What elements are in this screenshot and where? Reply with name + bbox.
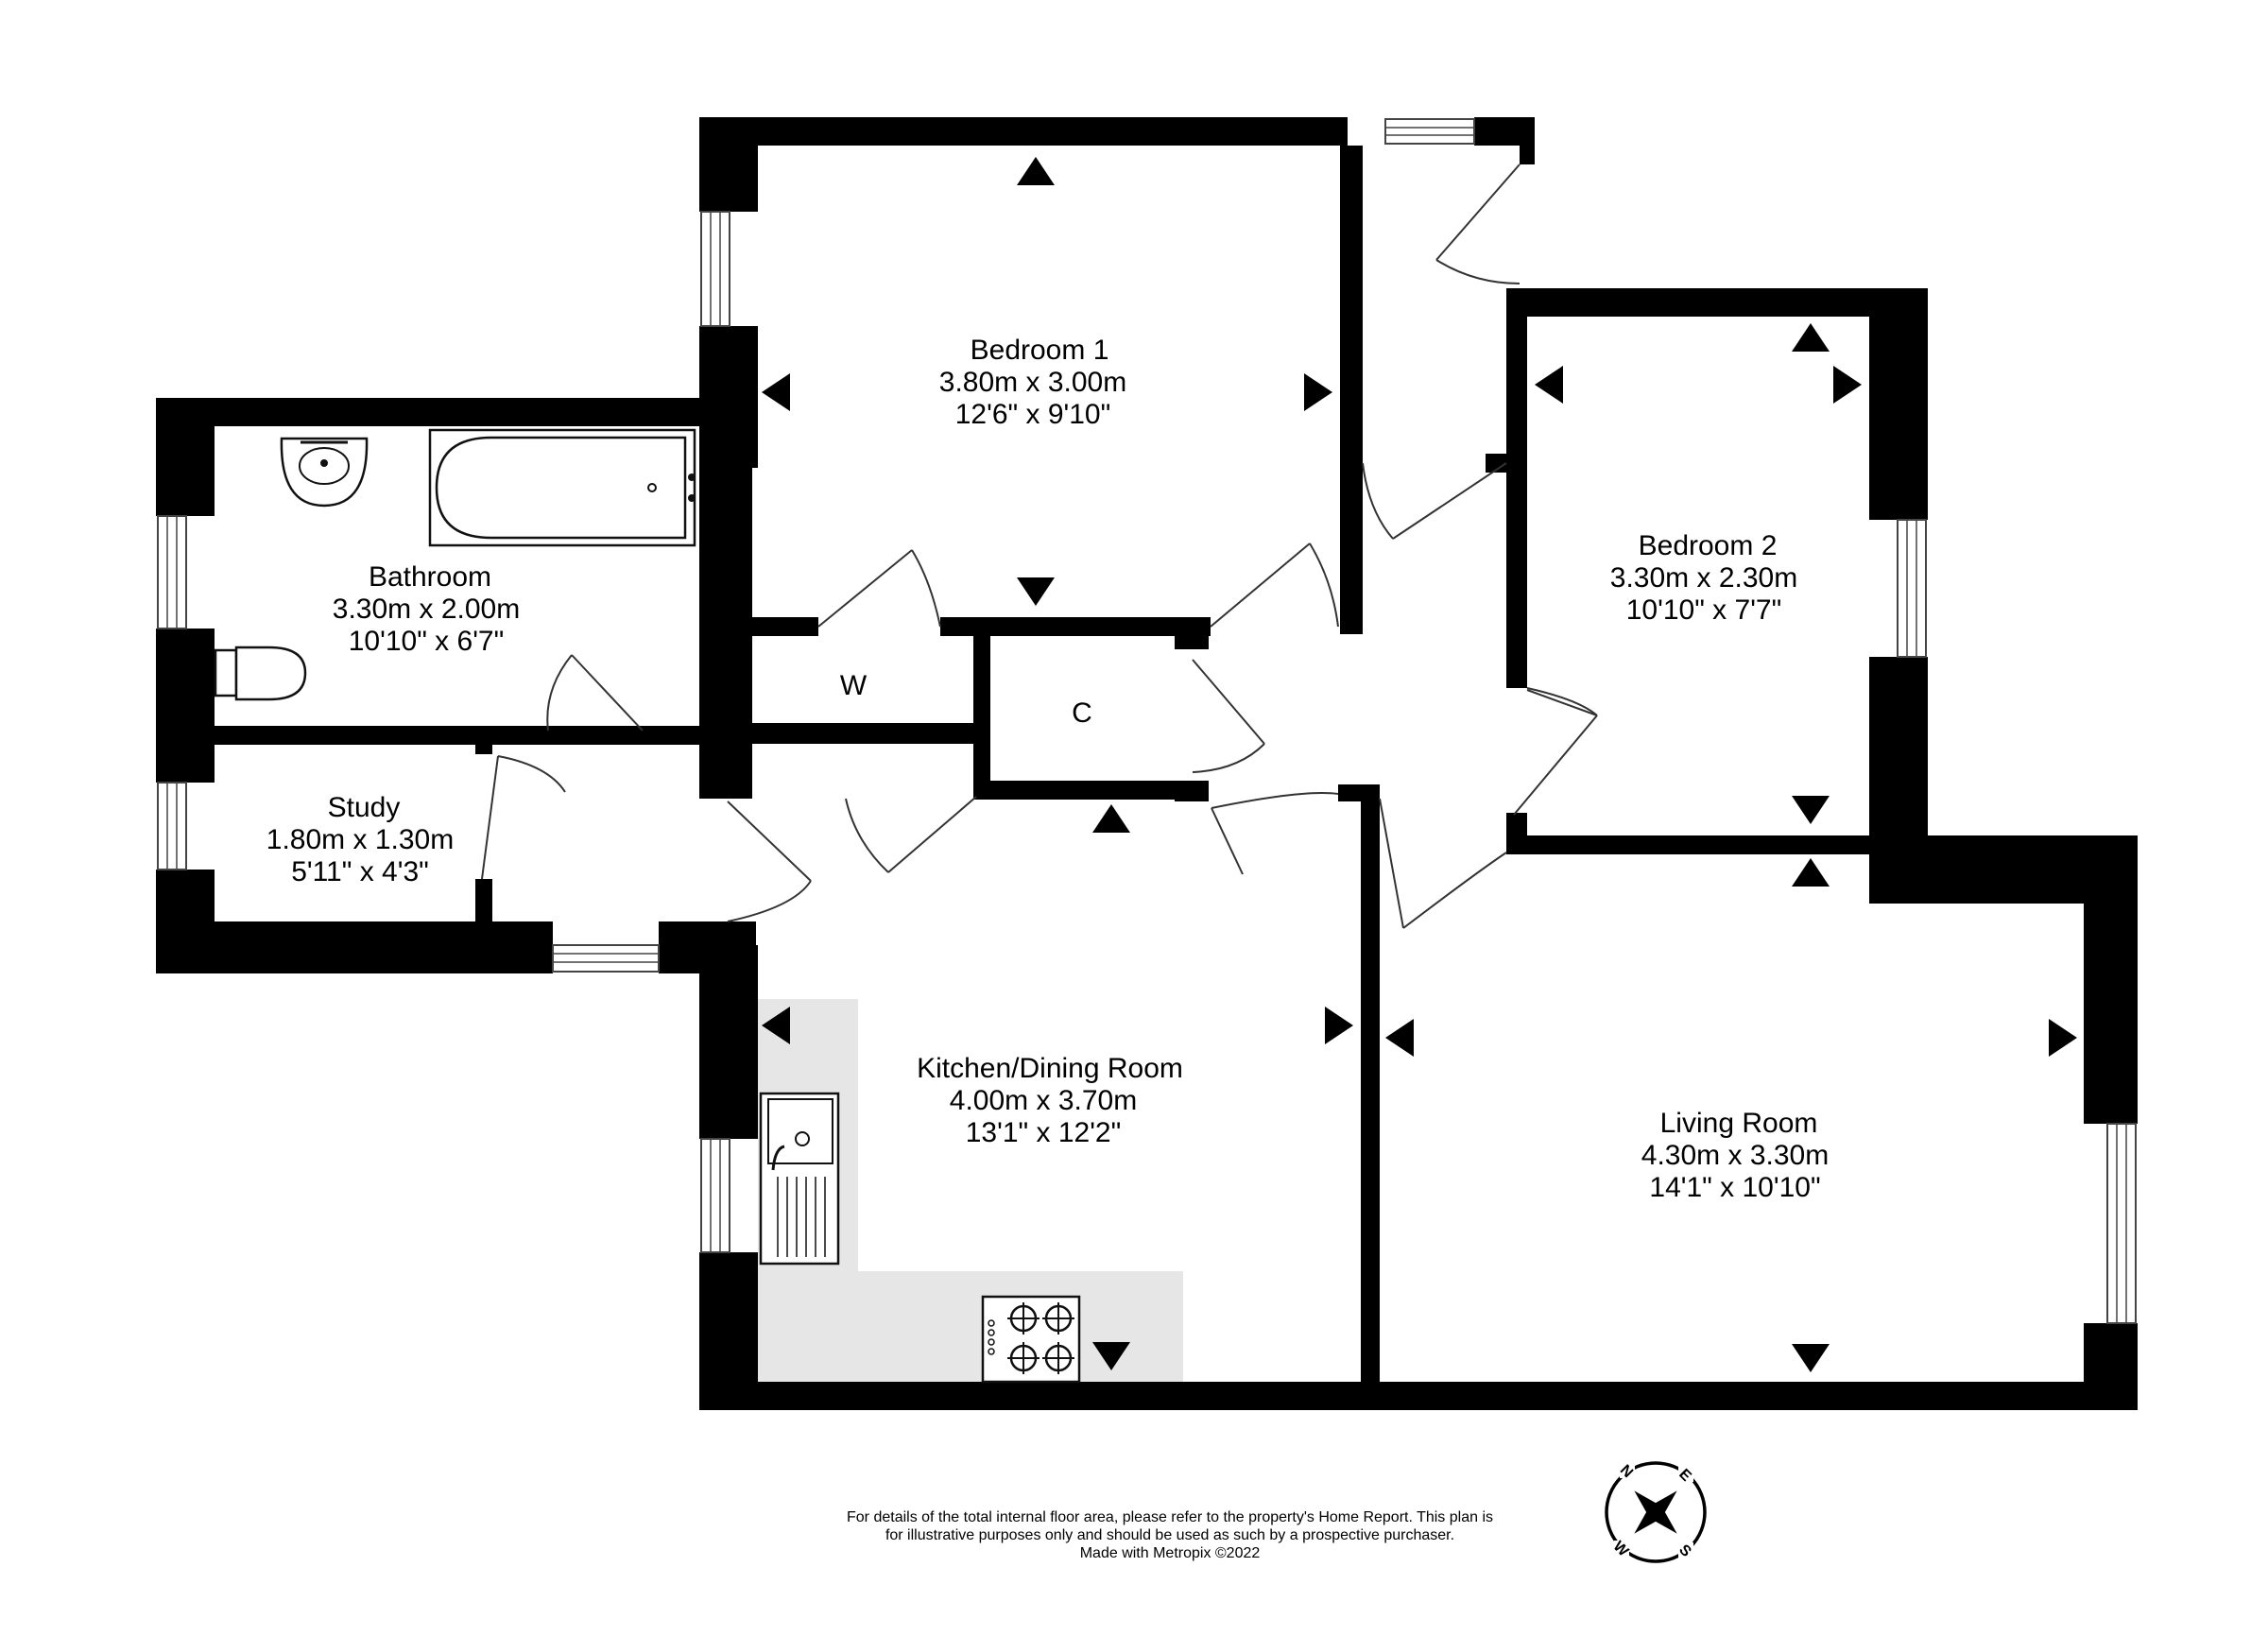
room-imperial: 12'6" x 9'10" bbox=[955, 399, 1111, 430]
room-imperial: 10'10" x 6'7" bbox=[349, 626, 505, 657]
doors bbox=[481, 164, 1598, 929]
room-metric: 3.80m x 3.00m bbox=[939, 367, 1126, 398]
room-imperial: 14'1" x 10'10" bbox=[1649, 1172, 1820, 1203]
room-imperial: 10'10" x 7'7" bbox=[1626, 594, 1782, 626]
room-name: Bathroom bbox=[369, 561, 491, 593]
room-metric: 4.00m x 3.70m bbox=[950, 1085, 1137, 1116]
arrow-right-marker bbox=[1325, 1007, 1353, 1044]
room-metric: 3.30m x 2.00m bbox=[333, 594, 520, 625]
room-imperial: 13'1" x 12'2" bbox=[966, 1117, 1122, 1148]
arrow-up-marker bbox=[1792, 323, 1830, 352]
room-label-kitchen: Kitchen/Dining Room 4.00m x 3.70m 13'1" … bbox=[917, 1053, 1183, 1148]
basin-fixture bbox=[280, 437, 369, 508]
room-metric: 4.30m x 3.30m bbox=[1641, 1140, 1829, 1171]
room-name: Bedroom 2 bbox=[1639, 530, 1778, 561]
room-label-living: Living Room 4.30m x 3.30m 14'1" x 10'10" bbox=[1641, 1108, 1829, 1203]
arrow-down-marker bbox=[1792, 1344, 1830, 1372]
room-label-cupboard: C bbox=[1072, 697, 1092, 729]
arrow-left-marker bbox=[762, 373, 790, 411]
room-label-wardrobe: W bbox=[840, 670, 868, 701]
room-name: Bedroom 1 bbox=[971, 335, 1109, 366]
measurement-arrows bbox=[762, 157, 2077, 1372]
arrow-right-marker bbox=[1304, 373, 1332, 411]
bath-fixture bbox=[428, 428, 696, 547]
room-name: Living Room bbox=[1660, 1108, 1818, 1139]
arrow-right-marker bbox=[2049, 1019, 2077, 1057]
arrow-up-marker bbox=[1792, 858, 1830, 887]
room-metric: 3.30m x 2.30m bbox=[1610, 562, 1797, 594]
room-label-bedroom2: Bedroom 2 3.30m x 2.30m 10'10" x 7'7" bbox=[1610, 530, 1797, 626]
room-label-bathroom: Bathroom 3.30m x 2.00m 10'10" x 6'7" bbox=[333, 561, 520, 657]
arrow-left-marker bbox=[762, 1007, 790, 1044]
arrow-right-marker bbox=[1833, 366, 1862, 404]
kitchen-counter bbox=[758, 999, 1183, 1385]
arrow-left-marker bbox=[1535, 366, 1563, 404]
windows bbox=[157, 118, 2137, 1324]
disclaimer-line: for illustrative purposes only and shoul… bbox=[885, 1527, 1454, 1543]
arrow-up-marker bbox=[1017, 157, 1055, 185]
wall-bevels bbox=[194, 180, 2105, 1352]
room-name: Study bbox=[328, 792, 401, 823]
walls bbox=[156, 117, 2138, 1410]
arrow-up-marker bbox=[1092, 804, 1130, 833]
room-label-bedroom1: Bedroom 1 3.80m x 3.00m 12'6" x 9'10" bbox=[939, 335, 1126, 430]
disclaimer-line: For details of the total internal floor … bbox=[847, 1509, 1493, 1525]
room-metric: 1.80m x 1.30m bbox=[266, 824, 454, 855]
hob-fixture bbox=[981, 1295, 1081, 1384]
arrow-left-marker bbox=[1385, 1019, 1414, 1057]
disclaimer: For details of the total internal floor … bbox=[847, 1509, 1493, 1561]
room-label-study: Study 1.80m x 1.30m 5'11" x 4'3" bbox=[266, 792, 454, 887]
disclaimer-line: Made with Metropix ©2022 bbox=[1080, 1545, 1261, 1561]
compass-rose-icon: N E S W bbox=[1605, 1461, 1707, 1563]
arrow-down-marker bbox=[1792, 796, 1830, 824]
sink-fixture bbox=[759, 1092, 840, 1266]
room-imperial: 5'11" x 4'3" bbox=[291, 856, 429, 887]
arrow-down-marker bbox=[1017, 577, 1055, 606]
arrow-down-marker bbox=[1092, 1342, 1130, 1370]
room-name: Kitchen/Dining Room bbox=[917, 1053, 1183, 1084]
toilet-fixture bbox=[214, 646, 307, 701]
